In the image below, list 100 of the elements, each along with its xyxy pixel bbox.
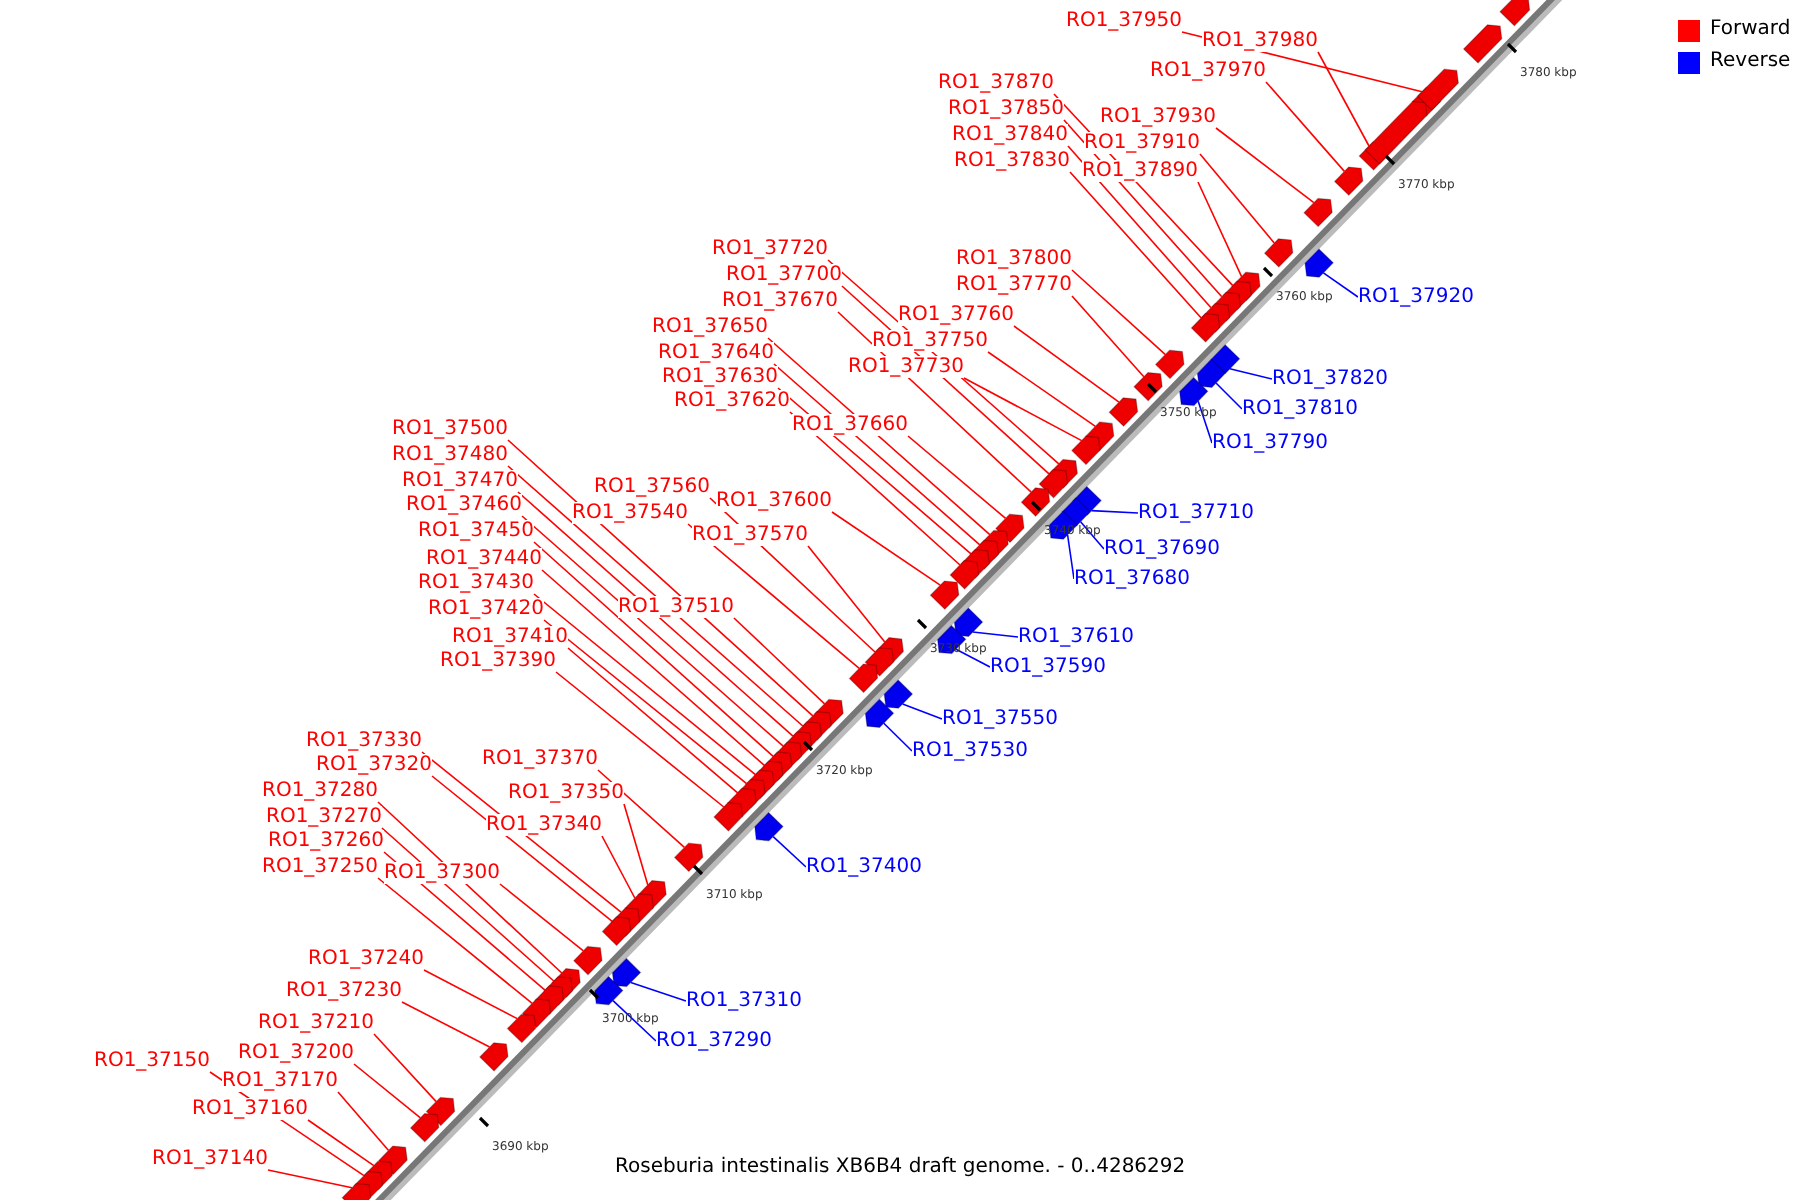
gene-label: RO1_37550 bbox=[942, 708, 1058, 730]
gene-label: RO1_37630 bbox=[662, 366, 778, 388]
gene-label: RO1_37420 bbox=[428, 598, 544, 620]
gene-block bbox=[1154, 349, 1185, 380]
gene-label: RO1_37530 bbox=[912, 740, 1028, 762]
leader-line bbox=[499, 883, 585, 952]
leader-line bbox=[533, 593, 757, 776]
gene-block bbox=[601, 916, 632, 947]
gene-label: RO1_37320 bbox=[316, 754, 432, 776]
leader-line bbox=[307, 1119, 375, 1167]
gene-label: RO1_37260 bbox=[268, 830, 384, 852]
gene-label: RO1_37250 bbox=[262, 856, 378, 878]
gene-label: RO1_37280 bbox=[262, 780, 378, 802]
gene-block bbox=[713, 801, 744, 832]
gene-block bbox=[1190, 312, 1221, 343]
leader-line bbox=[401, 1001, 491, 1048]
gene-block bbox=[1462, 24, 1503, 64]
gene-block bbox=[1020, 487, 1051, 518]
gene-label: RO1_37810 bbox=[1242, 398, 1358, 420]
gene-label: RO1_37340 bbox=[486, 814, 602, 836]
leader-line bbox=[267, 1169, 353, 1189]
leader-line bbox=[987, 351, 1097, 428]
gene-block bbox=[1038, 468, 1069, 499]
gene-block bbox=[953, 607, 984, 638]
gene-block bbox=[478, 1042, 509, 1072]
leader-line bbox=[555, 671, 725, 808]
gene-label: RO1_37750 bbox=[872, 330, 988, 352]
gene-label: RO1_37790 bbox=[1212, 432, 1328, 454]
gene-block bbox=[1108, 397, 1139, 428]
gene-block bbox=[1263, 238, 1294, 268]
leader-line bbox=[1199, 153, 1275, 244]
leader-line bbox=[567, 647, 739, 794]
gene-label: RO1_37680 bbox=[1074, 568, 1190, 590]
gene-label: RO1_37200 bbox=[238, 1042, 354, 1064]
leader-line bbox=[630, 981, 687, 1002]
gene-block bbox=[883, 679, 914, 709]
gene-block bbox=[929, 580, 960, 611]
leader-line bbox=[772, 835, 807, 868]
gene-label: RO1_37920 bbox=[1358, 286, 1474, 308]
leader-line bbox=[807, 545, 886, 643]
gene-label: RO1_37950 bbox=[1066, 10, 1182, 32]
leader-line bbox=[533, 541, 774, 758]
leader-line bbox=[431, 775, 613, 923]
leader-line bbox=[373, 1033, 437, 1103]
gene-block bbox=[1178, 376, 1209, 407]
gene-label: RO1_37160 bbox=[192, 1098, 308, 1120]
leader-line bbox=[1066, 534, 1075, 580]
gene-label: RO1_37910 bbox=[1084, 132, 1200, 154]
gene-label: RO1_37970 bbox=[1150, 60, 1266, 82]
leader-line bbox=[1071, 295, 1145, 378]
gene-label: RO1_37390 bbox=[440, 650, 556, 672]
gene-label: RO1_37670 bbox=[722, 290, 838, 312]
leader-line bbox=[541, 569, 766, 767]
gene-label: RO1_37500 bbox=[392, 418, 508, 440]
gene-label: RO1_37290 bbox=[656, 1030, 772, 1052]
caption: Roseburia intestinalis XB6B4 draft genome. - 0..4286292 bbox=[615, 1156, 1186, 1178]
leader-line bbox=[612, 999, 657, 1042]
gene-label: RO1_37440 bbox=[426, 548, 542, 570]
gene-label: RO1_37800 bbox=[956, 248, 1072, 270]
leader-line bbox=[1317, 51, 1370, 147]
gene-label: RO1_37450 bbox=[418, 520, 534, 542]
leader-line bbox=[543, 619, 748, 785]
gene-label: RO1_37460 bbox=[406, 494, 522, 516]
gene-label: RO1_37720 bbox=[712, 238, 828, 260]
gene-label: RO1_37620 bbox=[674, 390, 790, 412]
leader-line bbox=[337, 1091, 390, 1152]
leader-line bbox=[972, 631, 1019, 638]
gene-label: RO1_37730 bbox=[848, 356, 964, 378]
gene-label: RO1_37820 bbox=[1272, 368, 1388, 390]
gene-block bbox=[949, 559, 980, 590]
leader-line bbox=[517, 491, 794, 737]
leader-line bbox=[955, 648, 991, 668]
leader-line bbox=[1215, 382, 1243, 410]
gene-label: RO1_37230 bbox=[286, 980, 402, 1002]
leader-line bbox=[521, 515, 784, 747]
gene-label: RO1_37850 bbox=[948, 98, 1064, 120]
gene-block bbox=[994, 513, 1025, 544]
leader-line bbox=[767, 337, 991, 536]
leader-line bbox=[901, 703, 943, 720]
gene-block bbox=[572, 945, 603, 976]
leader-line bbox=[423, 969, 518, 1020]
leader-line bbox=[733, 617, 826, 705]
gene-label: RO1_37480 bbox=[392, 444, 508, 466]
gene-label: RO1_37600 bbox=[716, 490, 832, 512]
gene-block bbox=[611, 957, 642, 988]
gene-block bbox=[341, 1182, 372, 1200]
gene-label: RO1_37470 bbox=[402, 470, 518, 492]
gene-label: RO1_37980 bbox=[1202, 30, 1318, 52]
leader-line bbox=[1229, 368, 1273, 380]
gene-label: RO1_37710 bbox=[1138, 502, 1254, 524]
gene-label: RO1_37590 bbox=[990, 656, 1106, 678]
gene-block bbox=[848, 663, 879, 694]
gene-label: RO1_37930 bbox=[1100, 106, 1216, 128]
gene-label: RO1_37660 bbox=[792, 414, 908, 436]
gene-label: RO1_37330 bbox=[306, 730, 422, 752]
gene-block bbox=[1070, 435, 1101, 466]
gene-label: RO1_37560 bbox=[594, 476, 710, 498]
leader-line bbox=[883, 722, 913, 752]
leader-line bbox=[1265, 81, 1346, 173]
gene-label: RO1_37370 bbox=[482, 748, 598, 770]
